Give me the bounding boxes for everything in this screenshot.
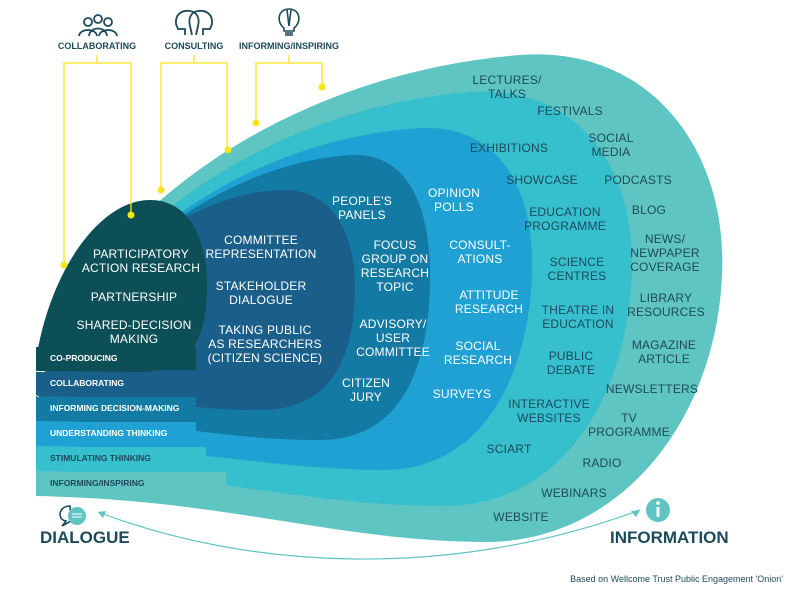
core-label: PARTNERSHIP	[90, 290, 178, 304]
band-understanding-thinking: UNDERSTANDING THINKING	[36, 422, 196, 445]
header-consulting: CONSULTING	[164, 41, 224, 51]
band-co-producing: CO-PRODUCING	[36, 347, 196, 370]
ring2-label: THEATRE IN EDUCATION	[541, 303, 615, 331]
ring2-label: SCIART	[486, 442, 532, 456]
ring1-label: TV PROGRAMME	[588, 411, 670, 439]
ring1-label: MAGAZINE ARTICLE	[631, 338, 697, 366]
consulting-heads-icon	[175, 9, 213, 36]
header-collaborating: COLLABORATING	[57, 41, 137, 51]
ring4-label: FOCUS GROUP ON RESEARCH TOPIC	[360, 238, 430, 294]
ring1-label: SOCIAL MEDIA	[588, 131, 634, 159]
dialogue-information-arrow	[97, 509, 641, 560]
people-icon	[78, 14, 118, 37]
ring2-label: EDUCATION PROGRAMME	[524, 205, 606, 233]
ring1-label: FESTIVALS	[537, 104, 603, 118]
connector-lines	[63, 55, 323, 265]
ring1-label: BLOG	[631, 203, 667, 217]
information-label: INFORMATION	[610, 528, 729, 547]
core-label: PARTICIPATORY ACTION RESEARCH	[81, 247, 201, 275]
band-informing-inspiring: INFORMING/INSPIRING	[36, 472, 226, 495]
dialogue-label: DIALOGUE	[40, 528, 130, 547]
ring3-label: SURVEYS	[432, 387, 492, 401]
ring4-label: ADVISORY/ USER COMMITTEE	[356, 317, 430, 359]
band-informing-decision-making: INFORMING DECISION-MAKING	[36, 397, 196, 420]
ring1-label: LIBRARY RESOURCES	[627, 291, 705, 319]
ring2-label: EXHIBITIONS	[469, 141, 549, 155]
ring1-label: WEBSITE	[493, 510, 549, 524]
ring4-label: CITIZEN JURY	[341, 376, 391, 404]
source-note: Based on Wellcome Trust Public Engagemen…	[570, 574, 783, 584]
core-label: SHARED-DECISION MAKING	[76, 318, 192, 346]
lightbulb-icon	[278, 8, 300, 36]
connector-dots	[60, 83, 326, 269]
ring3-label: CONSULT- ATIONS	[449, 238, 511, 266]
ring1-label: WEBINARS	[541, 486, 607, 500]
band-stimulating-thinking: STIMULATING THINKING	[36, 447, 206, 470]
ring2-label: PUBLIC DEBATE	[546, 349, 596, 377]
ring3-label: ATTITUDE RESEARCH	[454, 288, 524, 316]
ring-co-producing	[36, 200, 208, 372]
ring2-label: SHOWCASE	[506, 173, 578, 187]
ring3-label: OPINION POLLS	[427, 186, 481, 214]
information-icon	[646, 498, 670, 522]
ring5-label: STAKEHOLDER DIALOGUE	[215, 279, 307, 307]
ring1-label: LECTURES/ TALKS	[472, 73, 542, 101]
ring4-label: PEOPLE'S PANELS	[332, 194, 392, 222]
ring1-label: NEWSLETTERS	[605, 382, 699, 396]
ring5-label: COMMITTEE REPRESENTATION	[205, 233, 317, 261]
ring1-label: NEWS/ NEWPAPER COVERAGE	[630, 232, 700, 274]
band-collaborating: COLLABORATING	[36, 372, 196, 395]
ring2-label: INTERACTIVE WEBSITES	[508, 397, 590, 425]
ring2-label: SCIENCE CENTRES	[547, 255, 607, 283]
ring5-label: TAKING PUBLIC AS RESEARCHERS (CITIZEN SC…	[207, 323, 323, 365]
ring1-label: RADIO	[582, 456, 622, 470]
header-informing: INFORMING/INSPIRING	[238, 41, 340, 51]
ring1-label: PODCASTS	[604, 173, 672, 187]
ring3-label: SOCIAL RESEARCH	[443, 339, 513, 367]
dialogue-icon	[59, 505, 86, 527]
